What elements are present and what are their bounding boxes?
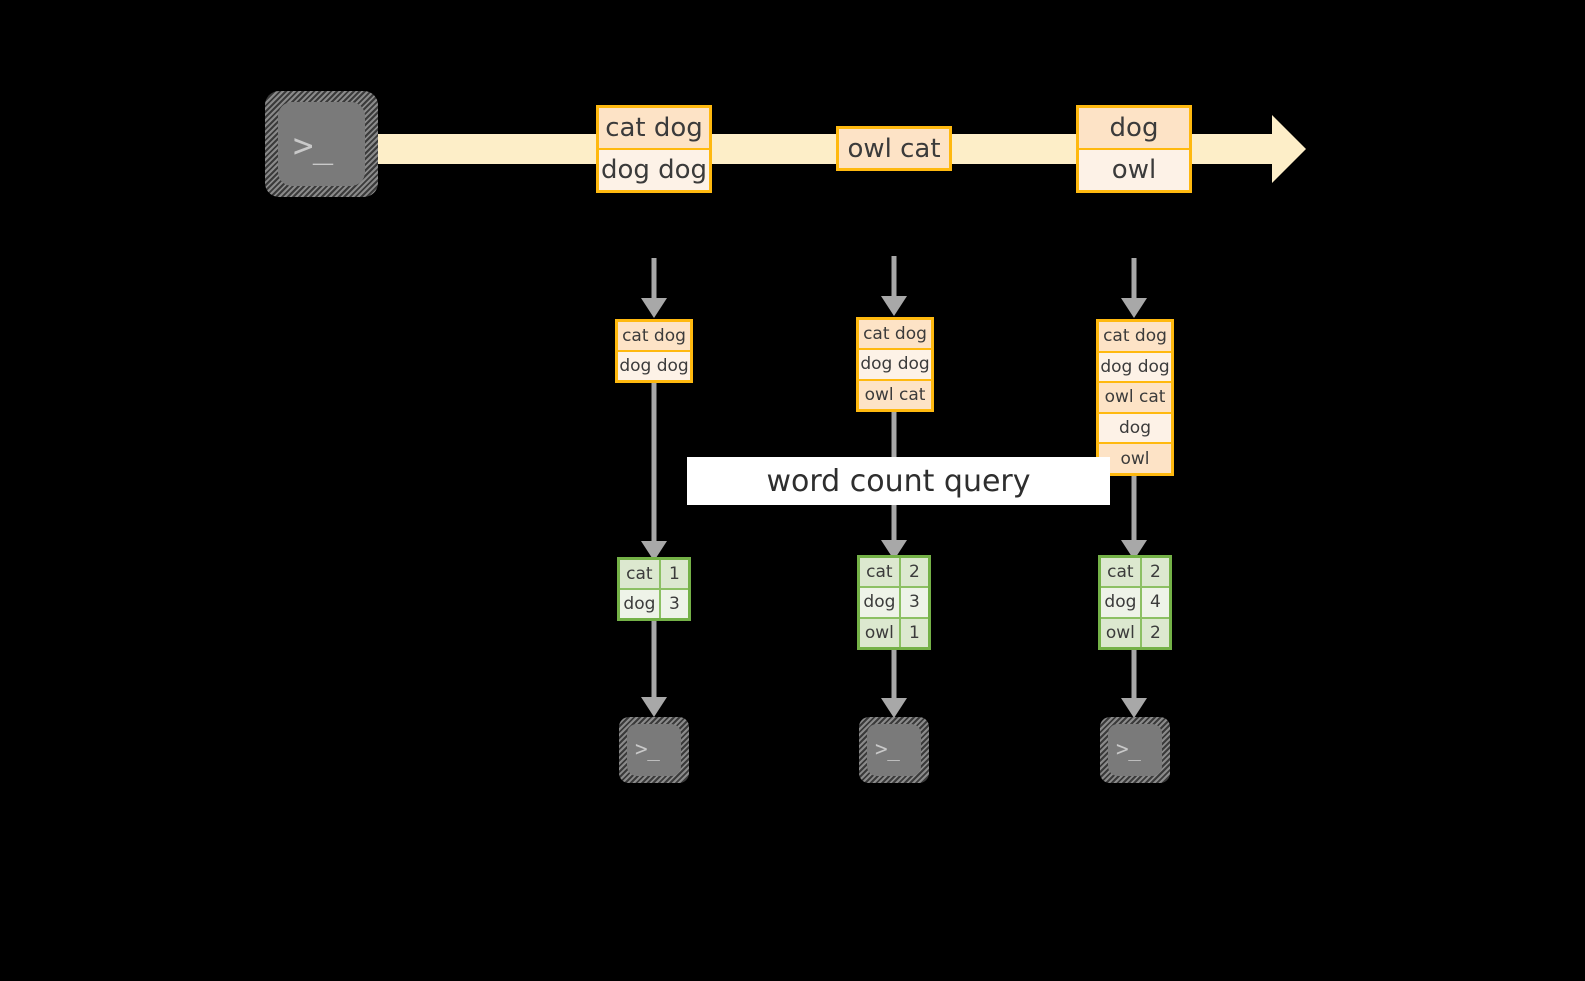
result-table-1-row: cat 1 — [620, 560, 688, 590]
sink-arrow-2-head — [881, 698, 907, 718]
accumulated-table-3-row: dog — [1099, 413, 1171, 445]
result-count: 3 — [900, 588, 928, 617]
drop-arrow-1-head — [641, 298, 667, 318]
result-word: owl — [860, 618, 901, 647]
stream-band-arrowhead — [1272, 115, 1306, 183]
sink-terminal-2-prompt-icon: >_ — [875, 737, 900, 761]
result-word: owl — [1101, 618, 1142, 647]
accumulated-table-3-row: owl cat — [1099, 383, 1171, 414]
stream-batch-1-line: cat dog — [599, 108, 709, 150]
sink-arrow-3-head — [1121, 698, 1147, 718]
result-table-1[interactable]: cat 1 dog 3 — [617, 557, 691, 621]
result-table-3-row: cat 2 — [1101, 558, 1169, 589]
result-table-2-row: owl 1 — [860, 618, 928, 647]
result-word: dog — [1101, 588, 1142, 617]
result-word: cat — [620, 560, 661, 588]
sink-arrow-1-head — [641, 697, 667, 717]
accumulated-table-2-row: owl cat — [859, 380, 931, 409]
query-arrow-3 — [1121, 476, 1147, 562]
drop-arrow-3 — [1121, 258, 1147, 320]
sink-terminal-2-body — [867, 724, 921, 776]
result-count: 1 — [660, 560, 688, 588]
result-table-3-row: dog 4 — [1101, 588, 1169, 619]
stream-batch-3[interactable]: dog owl — [1076, 105, 1192, 193]
drop-arrow-2 — [881, 256, 907, 318]
source-terminal-prompt-icon: >_ — [293, 126, 333, 166]
stream-batch-2-line: owl cat — [839, 129, 949, 168]
result-count: 2 — [1141, 618, 1169, 647]
sink-arrow-1-shaft — [651, 621, 657, 699]
stream-batch-1-line: dog dog — [599, 150, 709, 190]
query-strip — [687, 457, 1110, 505]
accumulated-table-1[interactable]: cat dog dog dog — [615, 319, 693, 383]
query-arrow-1-head — [641, 541, 667, 561]
sink-arrow-2-shaft — [891, 650, 897, 700]
result-word: dog — [620, 590, 661, 618]
result-word: dog — [860, 588, 901, 617]
sink-terminal-1-body — [627, 724, 681, 776]
query-arrow-3-shaft — [1131, 476, 1137, 542]
sink-arrow-3 — [1121, 650, 1147, 720]
sink-terminal-3-body — [1108, 724, 1162, 776]
result-table-2[interactable]: cat 2 dog 3 owl 1 — [857, 555, 931, 650]
result-count: 3 — [660, 590, 688, 618]
accumulated-table-1-row: dog dog — [618, 352, 690, 380]
result-word: cat — [860, 558, 901, 587]
drop-arrow-2-head — [881, 296, 907, 316]
sink-arrow-1 — [641, 621, 667, 719]
result-table-3-row: owl 2 — [1101, 618, 1169, 647]
stream-batch-3-line: dog — [1079, 108, 1189, 150]
drop-arrow-1 — [641, 258, 667, 320]
result-table-1-row: dog 3 — [620, 590, 688, 618]
accumulated-table-3-row: dog dog — [1099, 352, 1171, 384]
stream-batch-2[interactable]: owl cat — [836, 126, 952, 171]
result-table-2-row: cat 2 — [860, 558, 928, 589]
sink-terminal-1[interactable]: >_ — [619, 717, 689, 783]
source-terminal-body — [278, 102, 365, 186]
sink-arrow-2 — [881, 650, 907, 720]
accumulated-table-2-row: cat dog — [859, 320, 931, 351]
stream-batch-3-line: owl — [1079, 150, 1189, 190]
result-count: 2 — [1141, 558, 1169, 587]
result-table-2-row: dog 3 — [860, 588, 928, 619]
sink-arrow-3-shaft — [1131, 650, 1137, 700]
stream-batch-1[interactable]: cat dog dog dog — [596, 105, 712, 193]
drop-arrow-3-shaft — [1131, 258, 1137, 300]
result-word: cat — [1101, 558, 1142, 587]
accumulated-table-1-row: cat dog — [618, 322, 690, 352]
sink-terminal-3-prompt-icon: >_ — [1116, 737, 1141, 761]
drop-arrow-3-head — [1121, 298, 1147, 318]
accumulated-table-3-row: owl — [1099, 444, 1171, 473]
sink-terminal-2[interactable]: >_ — [859, 717, 929, 783]
result-table-3[interactable]: cat 2 dog 4 owl 2 — [1098, 555, 1172, 650]
accumulated-table-3[interactable]: cat dog dog dog owl cat dog owl — [1096, 319, 1174, 476]
accumulated-table-3-row: cat dog — [1099, 322, 1171, 353]
result-count: 1 — [900, 618, 928, 647]
drop-arrow-1-shaft — [651, 258, 657, 300]
accumulated-table-2[interactable]: cat dog dog dog owl cat — [856, 317, 934, 412]
query-arrow-1-shaft — [651, 383, 657, 543]
result-count: 2 — [900, 558, 928, 587]
query-arrow-1 — [641, 383, 667, 563]
result-count: 4 — [1141, 588, 1169, 617]
accumulated-table-2-row: dog dog — [859, 350, 931, 381]
source-terminal[interactable]: >_ — [265, 91, 378, 197]
drop-arrow-2-shaft — [891, 256, 897, 298]
sink-terminal-3[interactable]: >_ — [1100, 717, 1170, 783]
query-label: word count query — [766, 463, 1031, 499]
sink-terminal-1-prompt-icon: >_ — [635, 737, 660, 761]
